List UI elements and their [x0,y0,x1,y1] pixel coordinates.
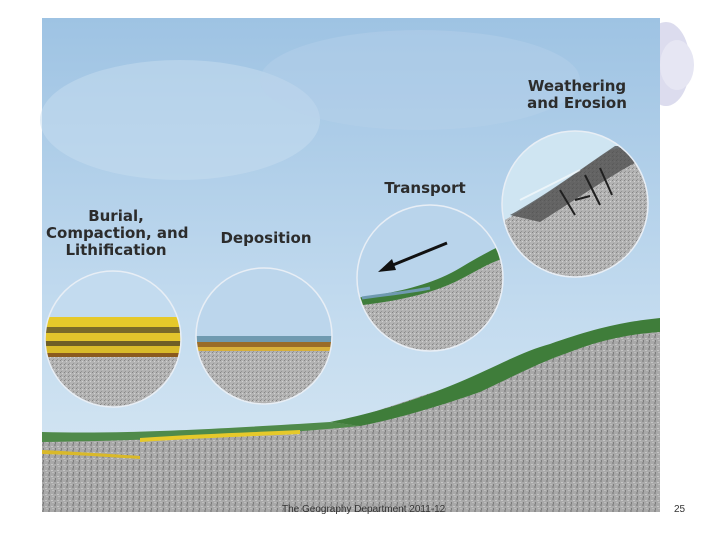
label-burial-line-3: Lithification [65,241,167,259]
decorative-circle-small [660,40,694,90]
label-weathering-line-2: and Erosion [527,94,627,112]
sediment-strip [140,430,300,442]
page-number: 25 [674,504,686,515]
transport-inset [357,205,503,351]
label-transport: Transport [384,179,466,197]
label-burial: Burial, Compaction, and Lithification [46,207,189,259]
label-deposition: Deposition [220,229,312,247]
label-burial-line-1: Burial, [88,207,144,225]
vegetation-slope [330,318,660,426]
label-weathering: Weathering and Erosion [522,78,632,112]
weathering-inset [502,131,648,277]
deposition-inset [196,268,332,404]
label-burial-line-2: Compaction, and [46,224,189,242]
label-weathering-line-1: Weathering [527,77,627,95]
footer-credit: The Geography Department 2011-12 [282,504,446,515]
transport-arrow [378,241,448,272]
